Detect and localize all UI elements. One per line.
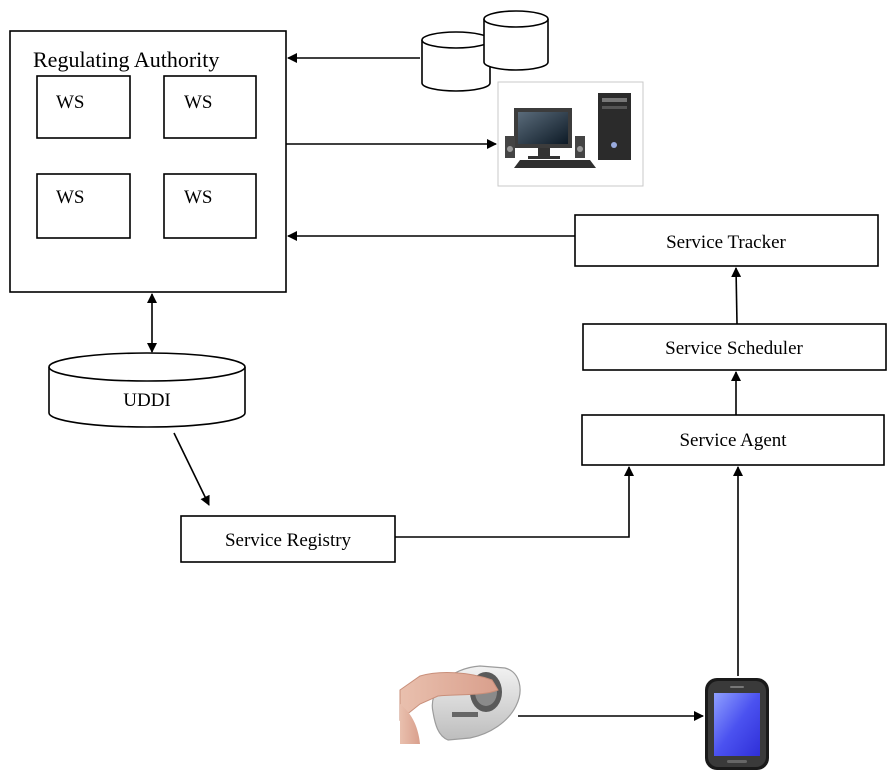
edge-scheduler-to-tracker — [731, 267, 742, 325]
desktop-computer-image — [497, 81, 644, 187]
service-agent-box: Service Agent — [581, 414, 885, 466]
ws-label-1: WS — [56, 92, 85, 113]
uddi-label: UDDI — [123, 390, 171, 411]
smartphone-image — [705, 678, 769, 770]
database-stack-icon — [421, 10, 549, 92]
service-tracker-box: Service Tracker — [574, 214, 879, 267]
service-scheduler-box: Service Scheduler — [582, 323, 887, 371]
ws-box-4: WS — [163, 173, 257, 239]
service-agent-label: Service Agent — [679, 430, 787, 451]
regulating-authority-title: Regulating Authority — [33, 47, 219, 72]
edges — [147, 53, 743, 721]
service-registry-box: Service Registry — [180, 515, 396, 563]
fingerprint-scanner-image — [399, 665, 521, 744]
edge-registry-to-agent — [395, 466, 634, 538]
ws-label-4: WS — [184, 187, 213, 208]
ws-box-1: WS — [36, 75, 131, 139]
service-tracker-label: Service Tracker — [666, 232, 786, 253]
service-scheduler-label: Service Scheduler — [665, 338, 803, 359]
ws-label-2: WS — [184, 92, 213, 113]
regulating-authority-box: Regulating Authority WS WS WS WS — [9, 30, 287, 293]
ws-label-3: WS — [56, 187, 85, 208]
service-registry-label: Service Registry — [225, 530, 352, 551]
ws-box-2: WS — [163, 75, 257, 139]
ws-box-3: WS — [36, 173, 131, 239]
edge-uddi-to-registry — [173, 432, 210, 506]
uddi-database: UDDI — [48, 352, 246, 428]
